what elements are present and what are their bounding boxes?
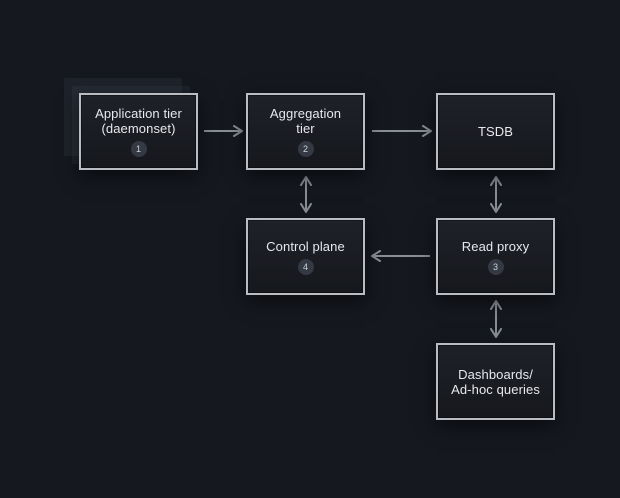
- node-control-plane[interactable]: Control plane 4: [246, 218, 365, 295]
- node-label: Read proxy: [461, 238, 530, 254]
- step-badge: 4: [297, 258, 314, 275]
- node-label: Aggregation tier: [269, 106, 342, 136]
- node-application-tier[interactable]: Application tier (daemonset) 1: [79, 93, 198, 170]
- node-label: Dashboards/ Ad-hoc queries: [451, 366, 540, 397]
- node-aggregation-tier[interactable]: Aggregation tier 2: [246, 93, 365, 170]
- node-label: TSDB: [477, 124, 514, 139]
- node-label: Control plane: [266, 238, 345, 254]
- step-badge: 2: [297, 141, 314, 157]
- node-dashboards[interactable]: Dashboards/ Ad-hoc queries: [436, 343, 555, 420]
- node-tsdb[interactable]: TSDB: [436, 93, 555, 170]
- step-badge: 1: [130, 141, 147, 157]
- step-badge: 3: [487, 258, 504, 275]
- node-read-proxy[interactable]: Read proxy 3: [436, 218, 555, 295]
- node-label: Application tier (daemonset): [95, 106, 182, 136]
